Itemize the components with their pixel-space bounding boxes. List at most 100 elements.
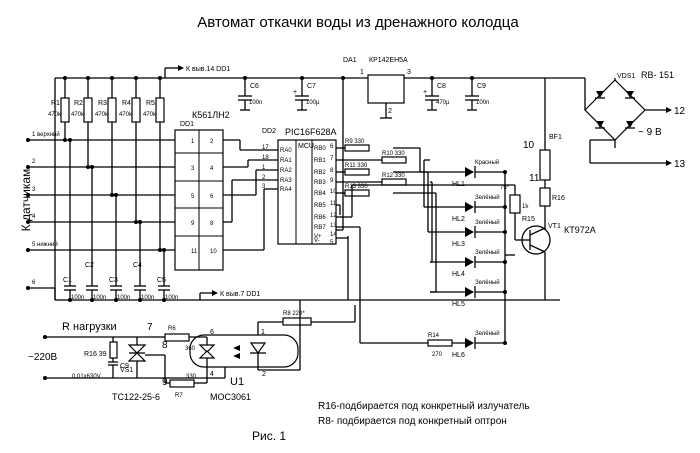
resistor-r7 (169, 379, 195, 388)
svg-text:1k: 1k (522, 204, 529, 210)
svg-text:4: 4 (210, 166, 214, 172)
svg-text:R13 330: R13 330 (345, 184, 368, 190)
svg-text:470k: 470k (95, 112, 109, 118)
svg-text:R7: R7 (175, 393, 183, 399)
svg-text:6: 6 (210, 329, 214, 336)
svg-text:RA2: RA2 (280, 168, 292, 174)
svg-text:RB4: RB4 (314, 191, 326, 197)
input-label-2: 2 (32, 159, 36, 165)
vds1-label: VDS1 (617, 73, 635, 80)
svg-text:100n: 100n (165, 295, 178, 301)
svg-text:R9 330: R9 330 (345, 139, 365, 145)
resistor-r12 (381, 178, 407, 186)
resistor-r16 (539, 187, 551, 207)
svg-text:18: 18 (262, 155, 269, 161)
svg-text:HL5: HL5 (452, 301, 465, 308)
note-r8: R8- подбирается под конкретный оптрон (318, 415, 507, 427)
u1-label: U1 (230, 376, 244, 388)
svg-text:270: 270 (432, 352, 443, 358)
svg-text:4: 4 (210, 371, 214, 378)
capacitor-c2: C2 (85, 262, 94, 269)
capacitor-c4: C4 (133, 262, 142, 269)
terminal-10: 10 (523, 140, 535, 151)
svg-text:R1: R1 (51, 100, 60, 107)
svg-text:3: 3 (191, 166, 195, 172)
resistor-r5 (155, 97, 165, 123)
da1-regulator (367, 74, 405, 104)
svg-text:11: 11 (330, 201, 337, 207)
svg-text:RB5: RB5 (314, 203, 326, 209)
capacitor-c5: C5 (157, 277, 166, 284)
vds1-type: RB- 151 (641, 70, 674, 80)
svg-text:13: 13 (330, 223, 337, 229)
svg-text:3: 3 (407, 69, 411, 76)
svg-text:Зелёный: Зелёный (475, 219, 500, 226)
indicator-leds: HL1КрасныйHL2ЗелёныйHL3ЗелёныйHL4Зелёный… (336, 147, 515, 359)
svg-text:1: 1 (262, 165, 266, 171)
svg-text:8: 8 (210, 221, 214, 227)
vt1-type: КТ972А (564, 225, 596, 235)
svg-text:RB6: RB6 (314, 215, 326, 221)
led-hl5 (465, 287, 474, 297)
svg-text:470k: 470k (143, 112, 157, 118)
svg-text:100n: 100n (249, 100, 262, 106)
note-r16: R16-подбирается под конкретный излучател… (318, 400, 530, 412)
dd1-label: DD1 (180, 121, 194, 128)
resistor-r16-snubber (109, 341, 118, 359)
svg-text:RB2: RB2 (314, 170, 326, 176)
svg-text:0,01х630V: 0,01х630V (72, 374, 101, 380)
svg-text:R8 220*: R8 220* (283, 311, 305, 317)
resistor-r6 (164, 333, 190, 342)
svg-text:Зелёный: Зелёный (475, 330, 500, 337)
svg-text:RA3: RA3 (280, 178, 292, 184)
svg-text:R2: R2 (74, 100, 83, 107)
svg-text:HL6: HL6 (452, 352, 465, 359)
bus-label-bottom: К выв.7 DD1 (220, 291, 260, 298)
svg-text:1: 1 (191, 139, 195, 145)
svg-text:17: 17 (262, 145, 269, 151)
vt1-label: VT1 (548, 223, 561, 230)
svg-text:100n: 100n (476, 100, 489, 106)
svg-text:10: 10 (210, 249, 217, 255)
svg-text:RB1: RB1 (314, 158, 326, 164)
resistor-r9 (344, 144, 370, 152)
svg-text:3: 3 (262, 184, 266, 190)
svg-text:R11 330: R11 330 (345, 163, 368, 169)
svg-text:RA1: RA1 (280, 158, 292, 164)
svg-text:2: 2 (262, 175, 266, 181)
capacitor-c7: C7 (307, 83, 316, 90)
bridge-vds1 (584, 79, 646, 141)
svg-text:470k: 470k (119, 112, 133, 118)
svg-text:HL2: HL2 (452, 216, 465, 223)
svg-text:2: 2 (388, 108, 392, 115)
svg-text:R16: R16 (552, 195, 565, 202)
svg-text:R12 330: R12 330 (382, 173, 405, 179)
dd2-mcu-text: MCU (298, 143, 314, 150)
svg-text:R3: R3 (98, 100, 107, 107)
svg-text:100n: 100n (117, 295, 130, 301)
svg-text:V+: V+ (314, 234, 322, 240)
vs1-type: ТС122-25-6 (112, 392, 160, 402)
svg-text:R14: R14 (428, 333, 440, 339)
svg-text:RA4: RA4 (280, 187, 292, 193)
svg-text:R10 330: R10 330 (382, 151, 405, 157)
resistor-r2 (83, 97, 93, 123)
load-label: R нагрузки (62, 321, 117, 333)
svg-text:10: 10 (330, 189, 337, 195)
svg-text:R16 39: R16 39 (84, 351, 107, 358)
svg-text:360: 360 (185, 346, 196, 352)
u1-type: МОС3061 (210, 392, 251, 402)
resistor-r14 (427, 339, 453, 347)
resistor-r1 (60, 97, 70, 123)
svg-text:100n: 100n (141, 295, 154, 301)
da1-label: DA1 (343, 57, 357, 64)
sensor-side-label: К датчикам (19, 169, 33, 232)
terminal-11: 11 (529, 173, 540, 184)
svg-text:6: 6 (330, 144, 334, 150)
capacitor-c9-snubber: C9 (120, 363, 129, 370)
svg-text:R6: R6 (168, 326, 176, 332)
capacitor-c3: C3 (109, 277, 118, 284)
